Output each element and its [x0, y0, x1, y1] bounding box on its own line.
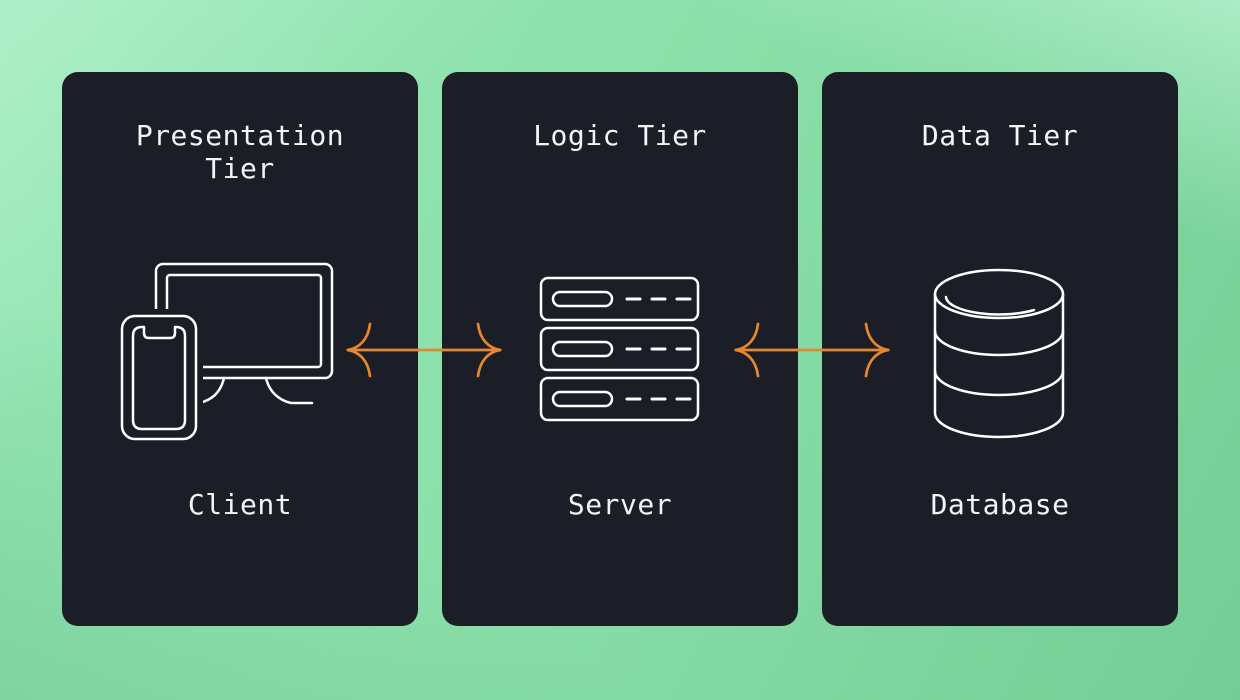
tier-title-presentation: Presentation Tier — [62, 119, 418, 185]
tier-label-database: Database — [930, 488, 1070, 521]
tier-title-data: Data Tier — [822, 119, 1178, 152]
tier-title-text: Presentation Tier — [135, 119, 345, 185]
tier-label-server: Server — [567, 488, 673, 521]
tier-card-data: Data Tier Database — [822, 72, 1178, 626]
tier-title-text: Logic Tier — [533, 119, 707, 152]
tier-title-text: Data Tier — [921, 119, 1079, 152]
tier-title-logic: Logic Tier — [442, 119, 798, 152]
tier-label-client: Client — [187, 488, 293, 521]
tier-card-logic: Logic Tier Server — [442, 72, 798, 626]
tier-card-presentation: Presentation Tier Client — [62, 72, 418, 626]
